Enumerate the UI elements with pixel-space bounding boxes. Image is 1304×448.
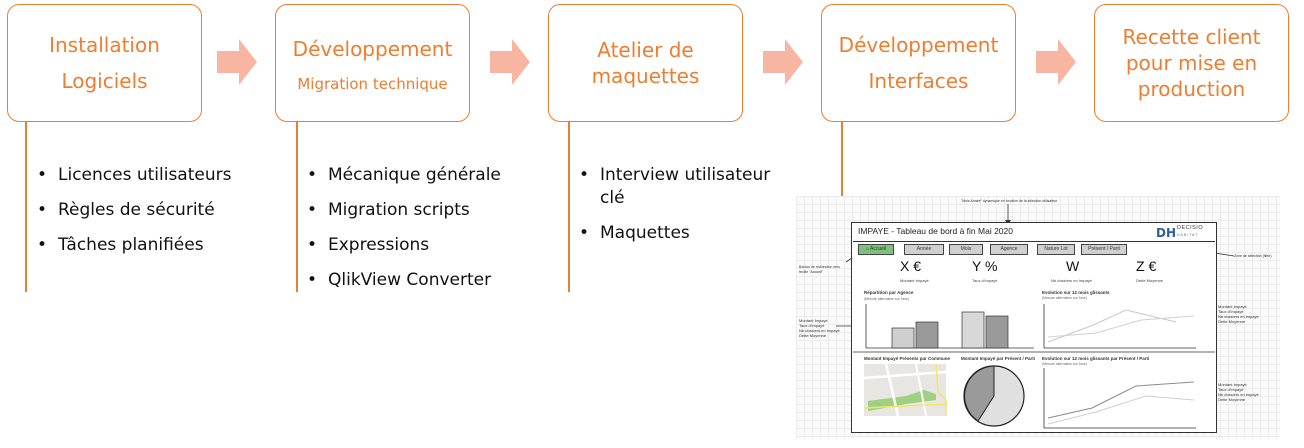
kpi-value: X € xyxy=(900,258,922,274)
panel-title: Montant Impayé par Présent / Parti xyxy=(961,356,1036,361)
bullet-list-installation: Licences utilisateurs Règles de sécurité… xyxy=(35,164,265,269)
list-item: Règles de sécurité xyxy=(35,199,265,222)
list-item: Migration scripts xyxy=(305,199,540,222)
step-title: Interfaces xyxy=(868,69,969,93)
step-box-interfaces: Développement Interfaces xyxy=(821,4,1016,122)
step-title: production xyxy=(1137,77,1246,101)
logo-name: DECISIO xyxy=(1177,225,1204,231)
step-title: Atelier de xyxy=(597,38,694,62)
connector-line xyxy=(841,122,843,196)
list-item: QlikView Converter xyxy=(305,269,540,292)
list-item: Tâches planifiées xyxy=(35,234,265,257)
list-item: Interview utilisateur clé xyxy=(577,164,792,210)
mockup-title: IMPAYE - Tableau de bord à fin Mai 2020 xyxy=(858,226,1013,236)
kpi-label: Nb dossiers en Impayé xyxy=(1051,278,1092,283)
decisio-logo: DH DECISIO HABITAT xyxy=(1156,225,1212,241)
mockup-divider xyxy=(853,241,1215,242)
step-box-recette: Recette client pour mise en production xyxy=(1094,4,1289,122)
mockup-tab-annee: Année xyxy=(904,244,944,255)
mockup-tab-mois: Mois xyxy=(949,244,983,255)
step-title: pour mise en xyxy=(1125,51,1258,75)
arrow-right-icon xyxy=(490,39,530,85)
step-title: Développement xyxy=(292,37,453,61)
step-box-installation: Installation Logiciels xyxy=(7,4,202,122)
step-subtitle: Migration technique xyxy=(297,75,448,93)
dashboard-mockup: "Mois Année" dynamique en fonction de la… xyxy=(796,196,1280,438)
panel-title: Répartition par Agence xyxy=(864,290,914,295)
arrow-right-icon xyxy=(763,39,803,85)
step-title: Développement xyxy=(838,33,999,57)
connector-line xyxy=(25,122,27,292)
list-item: Licences utilisateurs xyxy=(35,164,265,187)
panel-title: Evolution sur 12 mois glissants xyxy=(1042,290,1110,295)
mockup-tab-accueil: ⌂ Accueil xyxy=(858,244,894,255)
connector-line xyxy=(568,122,570,292)
panel-title: Montant Impayé Présents par Commune xyxy=(864,356,951,361)
bullet-list-developpement: Mécanique générale Migration scripts Exp… xyxy=(305,164,540,304)
list-item: Mécanique générale xyxy=(305,164,540,187)
connector-line xyxy=(296,122,298,292)
panel-sub: (Mesure alternative sur l'axe) xyxy=(864,297,910,301)
list-item: Maquettes xyxy=(577,222,792,245)
panel-sub: (Mesure alternative sur l'axe) xyxy=(1042,296,1088,300)
mockup-tab-nature-lot: Nature Lot xyxy=(1037,244,1075,255)
kpi-label: Dette Moyenne xyxy=(1136,278,1164,283)
arrow-right-icon xyxy=(1036,39,1076,85)
step-title: Logiciels xyxy=(61,69,148,93)
mockup-top-note: "Mois Année" dynamique en fonction de la… xyxy=(961,199,1058,203)
bullet-list-atelier: Interview utilisateur clé Maquettes xyxy=(577,164,792,257)
logo-initials: DH xyxy=(1156,226,1177,240)
step-title: Recette client xyxy=(1122,25,1261,49)
step-title: Installation xyxy=(49,33,160,57)
logo-sub: HABITAT xyxy=(1177,233,1199,237)
step-title: maquettes xyxy=(591,64,700,88)
mockup-tab-agence: Agence xyxy=(990,244,1028,255)
kpi-value: Y % xyxy=(972,258,998,274)
kpi-value: Z € xyxy=(1136,258,1157,274)
list-item: Expressions xyxy=(305,234,540,257)
mockup-right-note: Zone de sélection (filtre) xyxy=(1234,254,1272,258)
panel-title: Evolution sur 12 mois glissants par Prés… xyxy=(1042,356,1150,361)
arrow-right-icon xyxy=(217,39,257,85)
step-box-atelier: Atelier de maquettes xyxy=(548,4,743,122)
kpi-value: W xyxy=(1066,258,1080,274)
mockup-tab-present-parti: Présent / Parti xyxy=(1081,244,1127,255)
home-icon: ⌂ xyxy=(865,246,869,252)
kpi-label: Taux d'impayé xyxy=(972,278,998,283)
kpi-label: Montant Impayé xyxy=(900,278,929,283)
step-box-developpement: Développement Migration technique xyxy=(275,4,470,122)
panel-sub: (Mesure alternative sur l'axe) xyxy=(1042,362,1088,366)
mockup-charts xyxy=(853,304,1215,429)
